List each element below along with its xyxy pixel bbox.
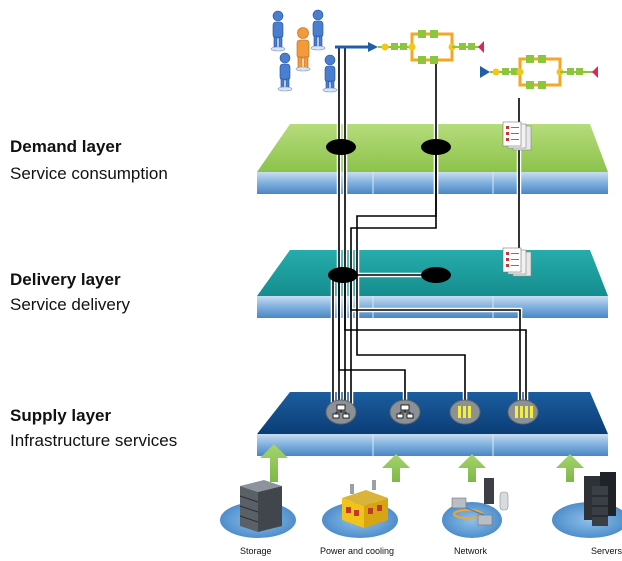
- storage-bars-icon: [449, 399, 481, 425]
- resource-pool-storage: [220, 444, 296, 538]
- service-nodes: [326, 139, 451, 283]
- workflow-diagram: [335, 30, 484, 64]
- supply-layer-subtitle: Infrastructure services: [10, 431, 178, 450]
- supply-plane: [257, 392, 608, 456]
- demand-layer-title: Demand layer: [10, 137, 122, 156]
- network-devices-icon: [451, 478, 509, 526]
- server-rack-icon: [584, 472, 616, 526]
- up-arrow-icon: [458, 454, 486, 482]
- servers-label: Servers: [591, 546, 622, 556]
- demand-node: [421, 139, 451, 155]
- demand-plane-edge: [257, 172, 608, 194]
- delivery-layer-subtitle: Service delivery: [10, 295, 130, 314]
- supply-resource-pools: [325, 399, 539, 425]
- delivery-plane-edge: [257, 296, 608, 318]
- power-cooling-label: Power and cooling: [320, 546, 395, 556]
- workflow-diagram: [480, 55, 598, 89]
- power-cooling-icon: [342, 480, 388, 528]
- storage-label: Storage: [240, 546, 272, 556]
- demand-plane: [257, 124, 608, 194]
- network-label: Network: [454, 546, 488, 556]
- network-switch-icon: [389, 399, 421, 425]
- documents-icon: [502, 247, 532, 277]
- delivery-node: [421, 267, 451, 283]
- supply-plane-edge: [257, 434, 608, 456]
- up-arrow-icon: [556, 454, 584, 482]
- users-icon: [270, 9, 338, 93]
- resource-pool-servers: [552, 454, 622, 538]
- connection-lines: [330, 47, 529, 420]
- network-switch-icon: [325, 399, 357, 425]
- up-arrow-icon: [260, 444, 288, 482]
- supply-layer-title: Supply layer: [10, 406, 112, 425]
- up-arrow-icon: [382, 454, 410, 482]
- delivery-node: [328, 267, 358, 283]
- documents-icon: [502, 121, 532, 151]
- demand-layer-subtitle: Service consumption: [10, 164, 168, 183]
- storage-bars-icon: [507, 399, 539, 425]
- storage-array-icon: [239, 480, 282, 532]
- demand-node: [326, 139, 356, 155]
- supply-plane-top: [257, 392, 608, 434]
- delivery-layer-title: Delivery layer: [10, 270, 121, 289]
- resource-pool-power-cooling: [322, 454, 410, 538]
- resource-pool-network: [442, 454, 509, 538]
